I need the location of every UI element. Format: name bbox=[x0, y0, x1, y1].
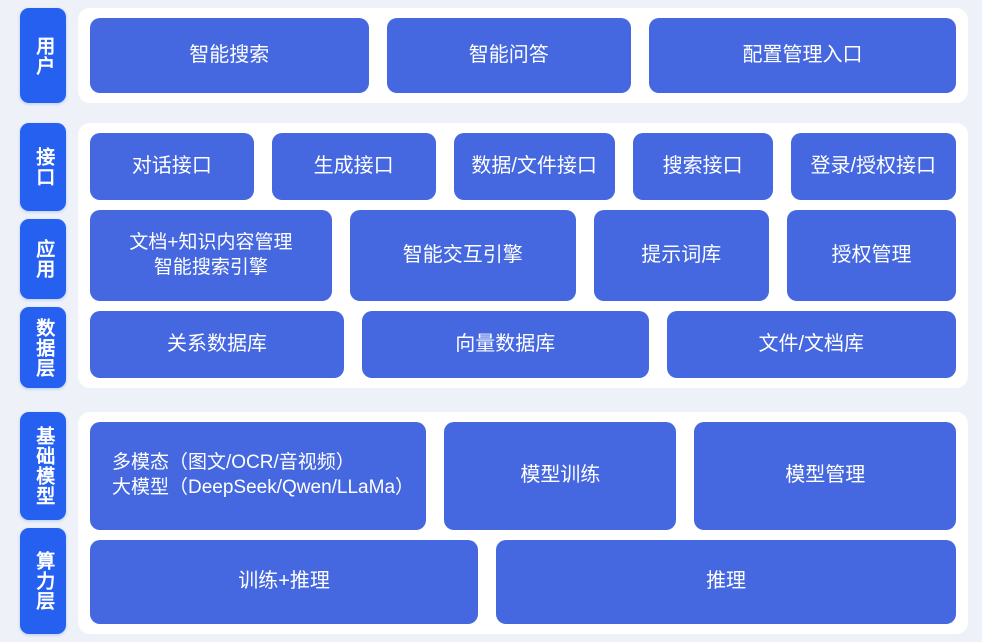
chip-smart-search[interactable]: 智能搜索 bbox=[90, 18, 369, 93]
chip-dialog-api[interactable]: 对话接口 bbox=[90, 133, 254, 201]
chip-smart-qa[interactable]: 智能问答 bbox=[386, 18, 632, 93]
chip-file-document-store[interactable]: 文件/文档库 bbox=[666, 310, 956, 379]
chip-multimodal-foundation-model[interactable]: 多模态（图文/OCR/音视频） 大模型（DeepSeek/Qwen/LLaMa） bbox=[90, 422, 427, 530]
rail-tab-foundation-model[interactable]: 基础模型 bbox=[20, 412, 66, 520]
band-base: 基础模型 算力层 多模态（图文/OCR/音视频） 大模型（DeepSeek/Qw… bbox=[6, 412, 976, 634]
chip-training-inference[interactable]: 训练+推理 bbox=[90, 539, 479, 624]
rail-tab-data-layer[interactable]: 数据层 bbox=[20, 307, 66, 388]
card-users: 智能搜索 智能问答 配置管理入口 bbox=[78, 8, 968, 103]
interface-row: 对话接口 生成接口 数据/文件接口 搜索接口 登录/授权接口 bbox=[90, 133, 956, 201]
chip-vector-database[interactable]: 向量数据库 bbox=[361, 310, 649, 379]
chip-authorization-management[interactable]: 授权管理 bbox=[786, 210, 956, 301]
chip-config-management-entry[interactable]: 配置管理入口 bbox=[649, 18, 956, 93]
chip-search-api[interactable]: 搜索接口 bbox=[632, 133, 773, 201]
foundation-model-row: 多模态（图文/OCR/音视频） 大模型（DeepSeek/Qwen/LLaMa）… bbox=[90, 422, 956, 530]
rail-tab-compute-layer[interactable]: 算力层 bbox=[20, 528, 66, 634]
rail-users: 用户 bbox=[6, 8, 66, 103]
chip-relational-database[interactable]: 关系数据库 bbox=[90, 310, 344, 379]
band-users: 用户 智能搜索 智能问答 配置管理入口 bbox=[6, 8, 976, 103]
chip-inference[interactable]: 推理 bbox=[496, 539, 956, 624]
rail-tab-user[interactable]: 用户 bbox=[20, 8, 66, 103]
rail-tab-application[interactable]: 应用 bbox=[20, 219, 66, 299]
chip-doc-knowledge-management-search-engine[interactable]: 文档+知识内容管理 智能搜索引擎 bbox=[90, 210, 332, 301]
band-middle: 接口 应用 数据层 对话接口 生成接口 数据/文件接口 搜索接口 登录/授权接口… bbox=[6, 123, 976, 388]
rail-middle: 接口 应用 数据层 bbox=[6, 123, 66, 388]
chip-model-management[interactable]: 模型管理 bbox=[694, 422, 956, 530]
application-row: 文档+知识内容管理 智能搜索引擎 智能交互引擎 提示词库 授权管理 bbox=[90, 210, 956, 301]
card-base: 多模态（图文/OCR/音视频） 大模型（DeepSeek/Qwen/LLaMa）… bbox=[78, 412, 968, 634]
chip-data-file-api[interactable]: 数据/文件接口 bbox=[453, 133, 615, 201]
chip-smart-interaction-engine[interactable]: 智能交互引擎 bbox=[349, 210, 576, 301]
chip-prompt-library[interactable]: 提示词库 bbox=[593, 210, 769, 301]
rail-base: 基础模型 算力层 bbox=[6, 412, 66, 634]
card-middle: 对话接口 生成接口 数据/文件接口 搜索接口 登录/授权接口 文档+知识内容管理… bbox=[78, 123, 968, 388]
chip-generation-api[interactable]: 生成接口 bbox=[271, 133, 436, 201]
data-layer-row: 关系数据库 向量数据库 文件/文档库 bbox=[90, 310, 956, 379]
chip-login-auth-api[interactable]: 登录/授权接口 bbox=[790, 133, 956, 201]
rail-tab-interface[interactable]: 接口 bbox=[20, 123, 66, 211]
user-entry-row: 智能搜索 智能问答 配置管理入口 bbox=[90, 18, 956, 93]
chip-model-training[interactable]: 模型训练 bbox=[444, 422, 677, 530]
compute-layer-row: 训练+推理 推理 bbox=[90, 539, 956, 624]
